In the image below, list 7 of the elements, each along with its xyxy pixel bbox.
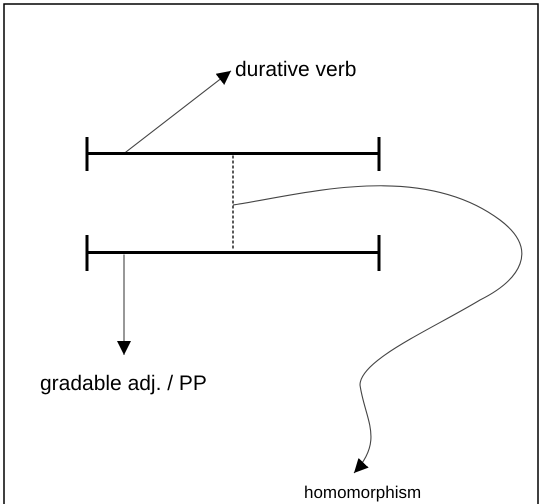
text-label: gradable adj. / PP [40, 371, 207, 396]
text-label: homomorphism [304, 483, 422, 504]
arrow [117, 254, 131, 355]
arrow [232, 185, 522, 474]
dashed-line [232, 156, 234, 250]
text-label: durative verb [235, 57, 356, 82]
arrow [124, 70, 232, 154]
